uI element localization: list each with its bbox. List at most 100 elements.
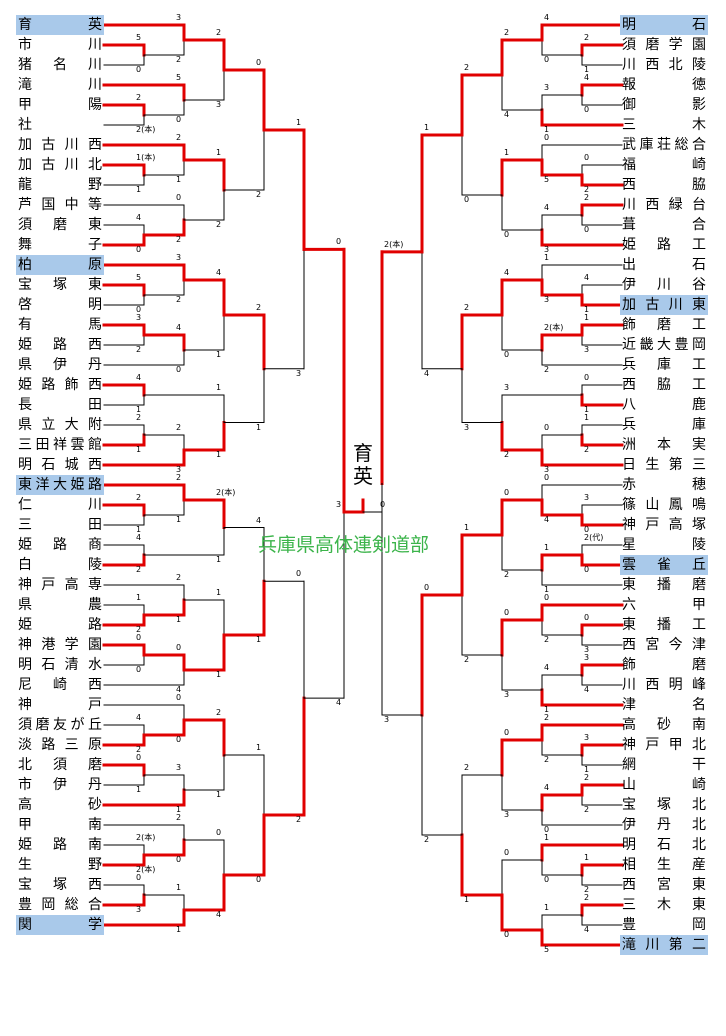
match-score: 1	[256, 422, 262, 432]
left-team: 東洋大姫路	[16, 475, 104, 495]
match-score: 0	[336, 237, 342, 247]
champion-char: 育	[353, 441, 373, 465]
match-score: 1	[544, 585, 550, 594]
match-score: 2	[136, 493, 142, 502]
match-score: 0	[584, 105, 590, 114]
match-score: 1	[176, 805, 182, 814]
right-team: 星陵	[622, 537, 706, 553]
right-team: 須磨学園	[622, 37, 706, 53]
right-team: 葺合	[622, 217, 706, 233]
match-score: 2	[296, 815, 302, 824]
match-score: 5	[136, 33, 142, 42]
right-team: 西脇工	[622, 377, 706, 393]
right-team: 宝塚北	[622, 797, 706, 813]
match-score: 3	[136, 313, 142, 322]
right-team: 姫路工	[622, 237, 706, 253]
match-score: 2	[464, 63, 470, 72]
champion-name: 育英	[351, 442, 375, 488]
right-team: 高砂南	[622, 717, 706, 733]
match-score: 1	[136, 525, 142, 534]
left-team: 市伊丹	[18, 777, 102, 793]
match-score: 3	[296, 368, 302, 378]
match-score: 4	[216, 910, 222, 919]
match-score: 1	[216, 350, 222, 359]
right-team: 出石	[622, 257, 706, 273]
match-score: 1(本)	[136, 153, 156, 162]
right-team: 近畿大豊岡	[622, 337, 706, 353]
left-team: 神戸	[18, 697, 102, 713]
right-team: 神戸甲北	[622, 737, 706, 753]
match-score: 1	[136, 405, 142, 414]
match-score: 3	[504, 810, 510, 819]
match-score: 2	[424, 835, 430, 844]
match-score: 2	[136, 345, 142, 354]
left-team: 県伊丹	[18, 357, 102, 373]
match-score: 2	[136, 745, 142, 754]
match-score: 3	[216, 100, 222, 109]
right-team: 御影	[622, 97, 706, 113]
left-team: 姫路西	[18, 337, 102, 353]
left-team: 柏原	[16, 255, 104, 275]
match-score: 1	[216, 588, 222, 597]
left-team: 有馬	[18, 317, 102, 333]
right-team: 赤穂	[622, 477, 706, 493]
left-team: 猪名川	[18, 57, 102, 73]
right-team: 明石北	[622, 837, 706, 853]
match-score: 0	[544, 875, 550, 884]
match-score: 0	[176, 115, 182, 124]
match-score: 0	[176, 193, 182, 202]
left-team: 姫路	[18, 617, 102, 633]
match-score: 3	[544, 245, 550, 254]
left-team: 宝塚西	[18, 877, 102, 893]
match-score: 4	[584, 685, 590, 694]
match-score: 1	[584, 853, 590, 862]
match-score: 0	[544, 423, 550, 432]
match-score: 2	[584, 773, 590, 782]
match-score: 0	[136, 633, 142, 642]
match-score: 4	[136, 713, 142, 722]
match-score: 2	[176, 235, 182, 244]
match-score: 2(本)	[216, 488, 236, 497]
match-score: 3	[584, 345, 590, 354]
match-score: 3	[136, 905, 142, 914]
left-team: 尼崎西	[18, 677, 102, 693]
match-score: 1	[584, 413, 590, 422]
right-team: 飾磨工	[622, 317, 706, 333]
match-score: 2	[216, 220, 222, 229]
left-team: 県農	[18, 597, 102, 613]
match-score: 0	[256, 875, 262, 884]
match-score: 4	[544, 13, 550, 22]
match-score: 1	[544, 543, 550, 552]
left-team: 長田	[18, 397, 102, 413]
match-score: 5	[176, 73, 182, 82]
match-score: 4	[544, 783, 550, 792]
match-score: 5	[544, 175, 550, 184]
match-score: 1	[584, 765, 590, 774]
match-score: 0	[544, 825, 550, 834]
match-score: 1	[584, 313, 590, 322]
left-team: 明石清水	[18, 657, 102, 673]
left-team: 高砂	[18, 797, 102, 813]
right-team: 三木	[622, 117, 706, 133]
match-score: 3	[504, 690, 510, 699]
match-score: 1	[216, 670, 222, 679]
match-score: 1	[176, 515, 182, 524]
match-score: 2(本)	[136, 833, 156, 842]
match-score: 2	[584, 885, 590, 894]
right-team: 川西明峰	[622, 677, 706, 693]
match-score: 1	[216, 450, 222, 459]
match-score: 0	[504, 930, 510, 939]
match-score: 0	[216, 828, 222, 837]
match-score: 1	[464, 523, 470, 532]
match-score: 1	[464, 895, 470, 904]
match-score: 0	[380, 500, 386, 509]
left-team: 龍野	[18, 177, 102, 193]
right-team: 伊丹北	[622, 817, 706, 833]
left-team: 加古川西	[18, 137, 102, 153]
match-score: 2	[544, 713, 550, 722]
left-team: 滝川	[18, 77, 102, 93]
match-score: 2	[136, 565, 142, 574]
right-team: 武庫荘総合	[622, 137, 706, 153]
match-score: 3	[584, 493, 590, 502]
match-score: 5	[544, 945, 550, 954]
